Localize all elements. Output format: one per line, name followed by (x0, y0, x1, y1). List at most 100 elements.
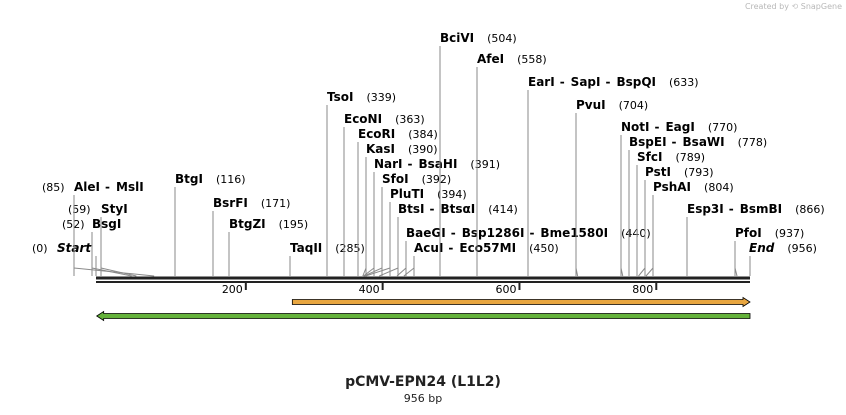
snapgene-credit: Created by ⟲ SnapGene (745, 2, 842, 11)
site-separator: - (451, 226, 456, 240)
site-name: BspEI (629, 135, 667, 149)
site-name: PvuI (576, 98, 606, 112)
site-name: BtsαI (440, 202, 475, 216)
site-name: BtsI (398, 202, 425, 216)
site-name: PfoI (735, 226, 762, 240)
axis-tick-label: 400 (359, 283, 380, 296)
site-separator: - (430, 202, 435, 216)
axis-tick-label: 800 (632, 283, 653, 296)
restriction-site[interactable]: (85)AleI-MslI (42, 180, 155, 277)
site-name: TsoI (327, 90, 353, 104)
site-name: End (749, 241, 775, 255)
site-name: EarI (528, 75, 555, 89)
site-name: BsaHI (419, 157, 458, 171)
site-position: (390) (408, 143, 438, 156)
site-separator: - (560, 75, 565, 89)
site-position: (633) (669, 76, 699, 89)
restriction-site[interactable]: TsoI (339) (326, 90, 396, 276)
axis-tick-label: 200 (222, 283, 243, 296)
site-name: KasI (366, 142, 395, 156)
site-name: BtgZI (229, 217, 266, 231)
restriction-site[interactable]: BtgZI(195) (228, 217, 308, 276)
site-position: (85) (42, 181, 65, 194)
site-position: (0) (32, 242, 48, 255)
site-connector-line (645, 267, 654, 277)
restriction-site[interactable]: PluTI(394) (365, 187, 467, 277)
site-position: (866) (795, 203, 825, 216)
restriction-site[interactable]: EarI-SapI-BspQI(633) (527, 75, 699, 276)
restriction-site[interactable]: Esp3I-BsmBI(866) (686, 202, 825, 276)
site-separator: - (655, 120, 660, 134)
site-name: EcoNI (344, 112, 382, 126)
restriction-site[interactable]: SfcI(789) (636, 150, 705, 276)
site-name: Esp3I (687, 202, 724, 216)
restriction-site[interactable]: (0) Start (32, 241, 97, 276)
site-name: MslI (116, 180, 144, 194)
site-connector-line (362, 267, 367, 277)
site-name: AleI (74, 180, 100, 194)
restriction-site[interactable]: NotI-EagI(770) (620, 120, 737, 277)
site-name: TaqII (290, 241, 322, 255)
restriction-site[interactable]: PfoI (937) (734, 226, 805, 277)
site-position: (384) (408, 128, 438, 141)
site-position: (363) (395, 113, 425, 126)
site-name: BspQI (616, 75, 656, 89)
site-name: SapI (571, 75, 601, 89)
restriction-site[interactable]: SfoI(392) (363, 172, 451, 277)
restriction-site[interactable]: BsrFI(171) (212, 196, 291, 276)
restriction-site[interactable]: PvuI (704) (575, 98, 649, 277)
site-connector-line (396, 267, 407, 277)
feature-reverse-arrow[interactable] (95, 310, 751, 322)
site-name: BsgI (92, 217, 121, 231)
site-connector-line (403, 267, 415, 277)
site-name: EcoRI (358, 127, 395, 141)
site-separator: - (408, 157, 413, 171)
site-position: (391) (470, 158, 500, 171)
restriction-site[interactable]: AfeI(558) (476, 52, 547, 276)
restriction-site[interactable]: BtsI-BtsαI(414) (379, 202, 518, 277)
restriction-site[interactable]: BtgI(116) (174, 172, 246, 276)
site-position: (937) (775, 227, 805, 240)
restriction-site[interactable]: PstI(793) (638, 165, 714, 277)
site-name: Bsp1286I (462, 226, 525, 240)
site-connector-line (620, 267, 624, 277)
restriction-site[interactable]: BspEI-BsaWI(778) (628, 135, 768, 276)
restriction-site[interactable]: BaeGI-Bsp1286I- Bme1580I (440) (396, 226, 651, 277)
site-position: (704) (619, 99, 649, 112)
site-name: Eco57MI (459, 241, 516, 255)
restriction-site[interactable]: End(956) (749, 241, 817, 276)
site-separator: - (672, 135, 677, 149)
site-connector-line (363, 267, 383, 277)
restriction-site[interactable]: EcoRI (384) (357, 127, 438, 276)
site-position: (504) (487, 32, 517, 45)
site-name: NotI (621, 120, 650, 134)
site-name: BaeGI (406, 226, 446, 240)
restriction-site[interactable]: AcuI-Eco57MI (450) (403, 241, 559, 277)
map-title: pCMV-EPN24 (L1L2) (345, 374, 501, 390)
site-name: AcuI (414, 241, 443, 255)
site-position: (778) (738, 136, 768, 149)
site-position: (450) (529, 242, 559, 255)
restriction-site[interactable]: (59)StyI (68, 202, 137, 277)
credit-text: Created by (744, 2, 789, 11)
restriction-site[interactable]: PshAI(804) (645, 180, 734, 277)
site-name: PluTI (390, 187, 424, 201)
site-name: SfoI (382, 172, 409, 186)
site-position: (789) (675, 151, 705, 164)
restriction-site[interactable]: NarI-BsaHI(391) (363, 157, 500, 277)
restriction-site[interactable]: EcoNI (363) (343, 112, 425, 276)
restriction-site[interactable]: (52)BsgI (62, 217, 132, 277)
snapgene-logo-icon: ⟲ (791, 2, 799, 11)
site-name: BciVI (440, 31, 474, 45)
site-name: Bme1580I (540, 226, 608, 240)
restriction-site[interactable]: KasI (390) (362, 142, 438, 277)
site-separator: - (448, 241, 453, 255)
site-connector-line (575, 267, 579, 277)
site-name: Start (57, 241, 92, 255)
site-position: (339) (366, 91, 396, 104)
feature-forward-arrow[interactable] (291, 296, 751, 308)
restriction-site[interactable]: BciVI (504) (439, 31, 517, 276)
restriction-site[interactable]: TaqII(285) (289, 241, 365, 276)
site-position: (171) (261, 197, 291, 210)
site-position: (440) (621, 227, 651, 240)
